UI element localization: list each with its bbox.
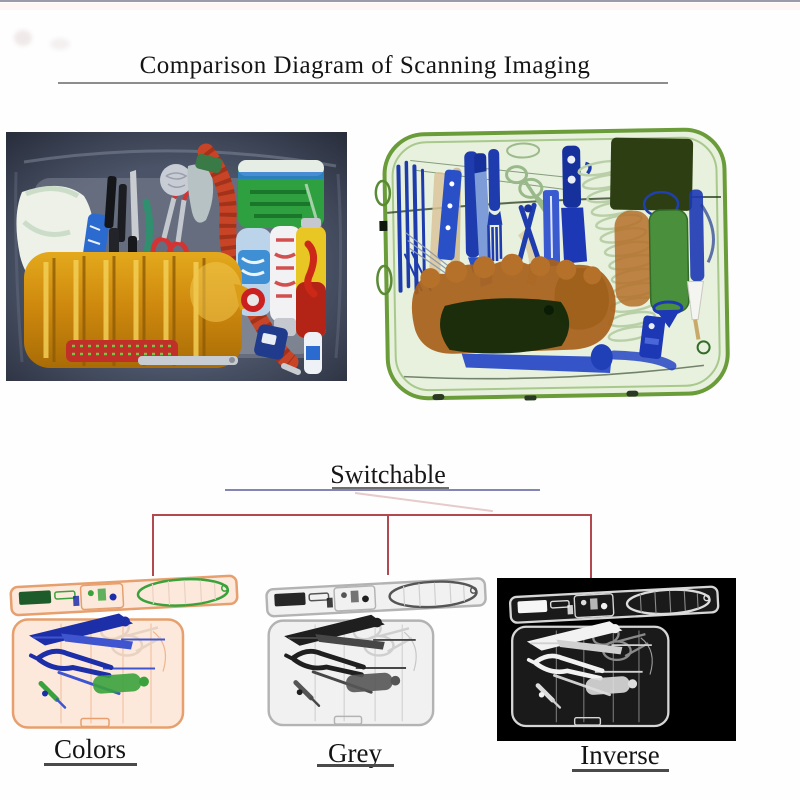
page-title: Comparison Diagram of Scanning Imaging: [139, 52, 591, 79]
grey-label: Grey: [328, 738, 382, 768]
switchable-underline-dark: [332, 487, 449, 489]
tree-branch-colors: [152, 514, 154, 576]
top-border-line: [0, 0, 800, 2]
inverse-mode-image: [503, 582, 729, 734]
tree-branch-inverse: [590, 514, 592, 578]
colors-label: Colors: [53, 734, 126, 764]
title-underline: [58, 82, 668, 84]
switchable-underline: [225, 489, 540, 491]
top-tint-band: [0, 3, 800, 10]
connector-diagonal-line: [354, 492, 493, 513]
faint-smudge: [50, 38, 70, 50]
grey-mode-image: [259, 569, 497, 738]
switchable-label: Switchable: [330, 460, 446, 489]
inverse-label-underline: [572, 769, 669, 772]
inverse-label: Inverse: [580, 740, 660, 770]
inverse-mode-background: [497, 578, 736, 741]
tree-horizontal-line: [152, 514, 592, 516]
faint-smudge: [14, 30, 32, 46]
tree-branch-grey: [387, 514, 389, 575]
case-xray-image: [374, 127, 730, 401]
grey-label-underline: [317, 764, 394, 767]
colors-label-underline: [44, 763, 137, 766]
colors-mode-image: [3, 571, 249, 736]
tray-photo: [6, 132, 347, 381]
